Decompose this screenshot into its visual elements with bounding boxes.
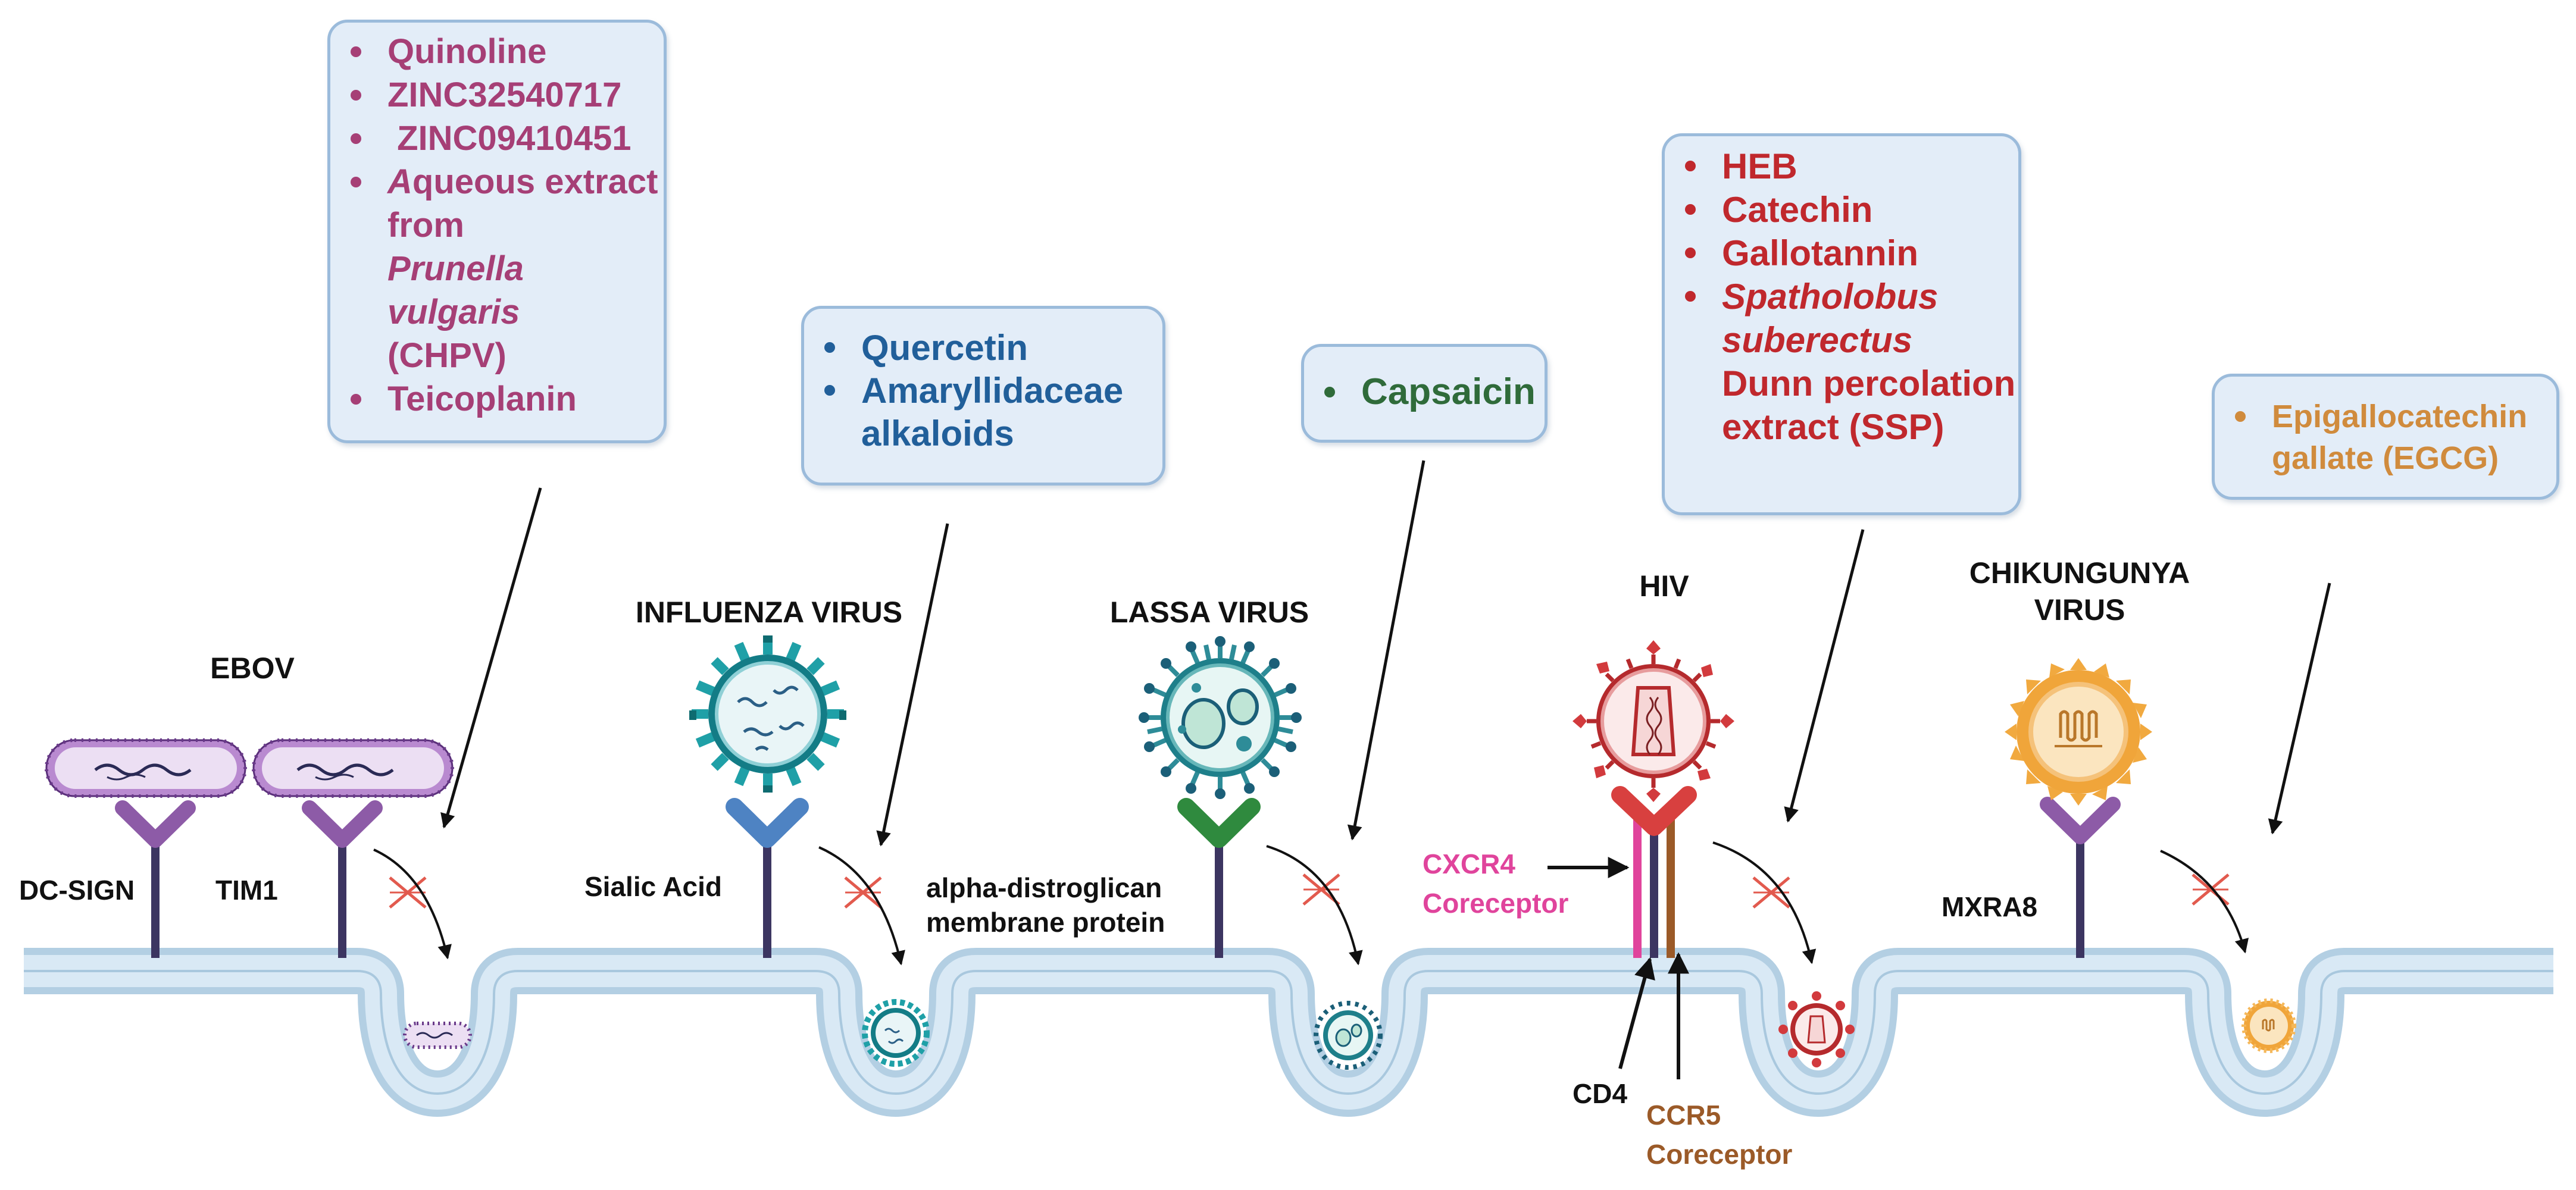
inhibitor-item: ZINC09410451 [330,117,664,160]
receptor-label-dc-sign: DC-SIGN [19,875,135,906]
inhibitor-item: Teicoplanin [330,377,664,421]
inhibitor-item: Quercetin [804,327,1162,369]
inhibitor-box-lassa: Capsaicin [1301,344,1548,443]
inhibitor-name-italic: Prunella vulgaris [387,249,524,331]
receptor-tim1 [302,800,383,958]
inhibitor-name-italic: A [387,162,412,201]
inhibitor-list-lassa: Capsaicin [1304,371,1545,414]
inhibitor-item: ZINC32540717 [330,73,664,117]
receptor-label-cd4: CD4 [1573,1078,1627,1109]
inhibitor-name-italic: Spatholobus suberectus [1722,277,1939,360]
receptor-label-cxcr4-line1: CXCR4 [1423,848,1515,879]
receptor-label-cxcr4-line2: Coreceptor [1423,888,1568,919]
entry-arrow-icon [373,841,2249,966]
receptor-dc-sign [115,800,196,958]
inhibitor-name: Teicoplanin [387,380,577,418]
receptor-cd4 [1611,786,1697,958]
inhibitor-item: Aqueous extract from Prunella vulgaris (C… [330,160,664,377]
receptor-label-alpha-line2: membrane protein [926,907,1165,938]
inhibitor-item: Epigallocatechin gallate (EGCG) [2215,396,2556,479]
block-x-icon [389,876,427,909]
receptor-label-ccr5-line2: Coreceptor [1646,1139,1792,1170]
inhibitor-item: Catechin [1665,188,2018,231]
virus-label-ebov: EBOV [210,652,295,685]
virus-label-chikungunya-line2: VIRUS [2034,593,2125,627]
virus-label-lassa: LASSA VIRUS [1110,596,1309,629]
inhibitor-name: Gallotannin [1722,233,1918,273]
virus-label-hiv: HIV [1639,569,1689,603]
receptor-label-alpha-line1: alpha-distroglican [926,872,1162,903]
ebov-virion-icon [45,738,247,798]
inhibitor-item: Quinoline [330,30,664,73]
inhibitor-list-influenza: Quercetin Amaryllidaceae alkaloids [804,327,1162,455]
inhibitor-box-chikungunya: Epigallocatechin gallate (EGCG) [2212,374,2559,500]
inhibitor-name: HEB [1722,146,1797,186]
inhibitor-list-ebov: Quinoline ZINC32540717 ZINC09410451 Aque… [330,30,664,421]
influenza-virion-icon [689,635,846,793]
virus-label-influenza: INFLUENZA VIRUS [636,596,902,629]
inhibitor-name: Quinoline [387,32,547,71]
inhibitor-box-ebov: Quinoline ZINC32540717 ZINC09410451 Aque… [327,20,667,443]
receptor-sialic-acid [726,798,809,958]
inhibitor-name: Epigallocatechin gallate (EGCG) [2272,399,2528,476]
block-x-icon [2192,873,2230,906]
receptor-label-tim1: TIM1 [215,875,278,906]
inhibitor-item: HEB [1665,145,2018,188]
inhibitor-item: Gallotannin [1665,231,2018,275]
hiv-virion-icon [1573,640,1734,802]
inhibitor-name: Dunn percolation extract (SSP) [1722,364,2016,447]
inhibitor-name: ZINC09410451 [387,119,632,158]
inhibitor-name: Quercetin [861,328,1028,368]
endocytosed-lassa-virion-icon [1314,1001,1383,1070]
inhibitor-box-hiv: HEB Catechin Gallotannin Spatholobus sub… [1662,133,2021,515]
cell-membrane-icon [24,948,2553,1117]
receptor-mxra8 [2040,797,2121,958]
receptor-label-ccr5-line1: CCR5 [1646,1100,1721,1130]
endocytosed-hiv-virion-icon [1778,991,1855,1067]
block-x-icon [1752,876,1790,909]
inhibitor-name: Catechin [1722,190,1873,230]
inhibitor-item: Amaryllidaceae alkaloids [804,369,1162,455]
receptor-label-sialic-acid: Sialic Acid [584,871,722,902]
endocytosed-ebov-virion-icon [403,1022,472,1049]
block-x-icon [844,876,882,909]
inhibitor-list-hiv: HEB Catechin Gallotannin Spatholobus sub… [1665,145,2018,449]
receptor-alpha-distroglican [1177,798,1261,958]
inhibitor-name: Capsaicin [1361,371,1536,412]
endocytosed-influenza-virion-icon [862,999,930,1067]
inhibitor-name: Amaryllidaceae alkaloids [861,371,1124,453]
endocytosed-chikungunya-virion-icon [2242,998,2296,1053]
inhibitor-name: (CHPV) [387,336,507,375]
inhibitor-box-influenza: Quercetin Amaryllidaceae alkaloids [801,306,1165,486]
inhibitor-arrow-icon [440,460,2331,847]
ebov-virion-icon [252,738,454,798]
virus-label-chikungunya-line1: CHIKUNGUNYA [1969,556,2190,590]
chikungunya-virion-icon [2005,658,2152,806]
inhibitor-item: Capsaicin [1304,371,1545,414]
inhibitor-list-chikungunya: Epigallocatechin gallate (EGCG) [2215,396,2556,479]
inhibitor-name: ZINC32540717 [387,76,622,114]
inhibitor-name: queous extract from [387,162,658,245]
receptor-label-mxra8: MXRA8 [1942,891,2037,922]
receptor-label-arrow-icon [1548,857,1689,1079]
lassa-virion-icon [1139,636,1302,799]
